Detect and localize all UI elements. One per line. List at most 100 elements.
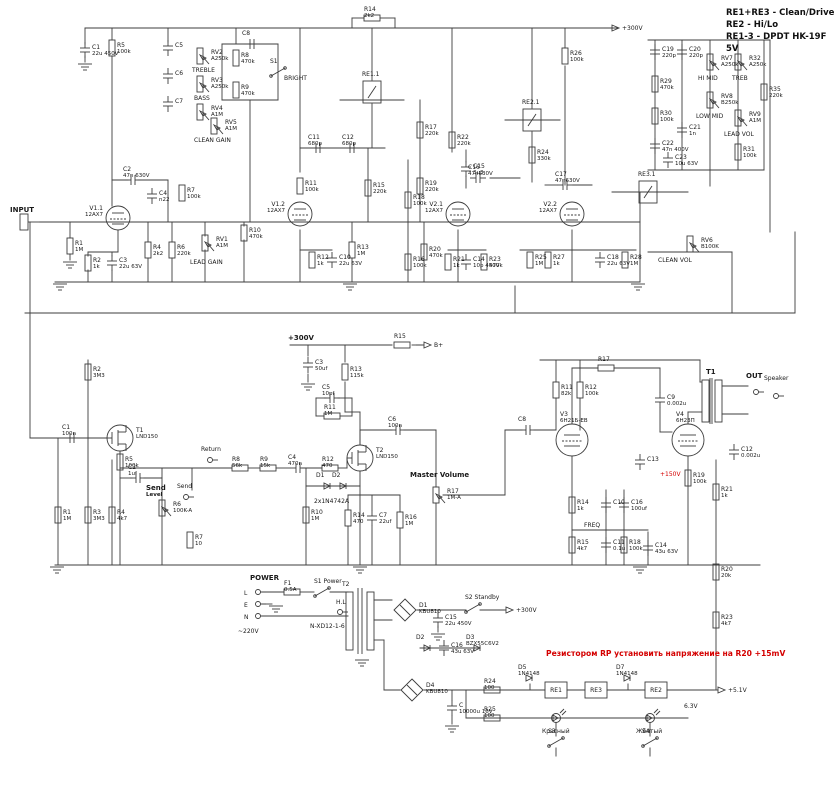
potentiometer-symbol [160, 505, 169, 513]
output-transformer-icon [701, 379, 710, 423]
legend-line-1: RE1+RE3 - Clean/Drive [726, 8, 835, 18]
resistor-symbol [168, 241, 176, 259]
resistor-symbol [404, 191, 412, 209]
resistor-symbol [528, 146, 536, 164]
legend-line-2: RE2 - Hi/Lo [726, 19, 779, 30]
component-label: BRIGHT [284, 75, 307, 82]
resistor-symbol [480, 253, 488, 271]
resistor-symbol [712, 563, 720, 581]
bridge-rectifier-symbol [393, 598, 417, 622]
relay-contact-symbol [367, 85, 377, 99]
jack-symbol [255, 589, 261, 595]
component-label: RE1.1 [362, 71, 380, 78]
component-label: C8 [518, 416, 526, 423]
resistor-symbol [302, 506, 310, 524]
resistor-symbol [54, 506, 62, 524]
resistor-symbol [84, 506, 92, 524]
resistor-symbol [568, 496, 576, 514]
resistor-symbol [308, 251, 316, 269]
potentiometer-symbol [212, 123, 221, 131]
resistor-symbol [420, 243, 428, 261]
component-label: +5.1V [728, 687, 748, 694]
resistor-symbol [341, 363, 349, 381]
resistor-symbol [66, 237, 74, 255]
tube-symbol [445, 201, 471, 227]
potentiometer-symbol [198, 109, 207, 117]
switch-symbol [269, 74, 273, 78]
led-symbol [551, 713, 561, 723]
potentiometer-symbol [712, 62, 720, 71]
component-label: B+ [434, 342, 443, 349]
component-label: T1 [706, 368, 716, 376]
component-label: 2x1N4742A [314, 498, 350, 505]
component-label: D2 [416, 634, 425, 641]
resistor-symbol [561, 47, 569, 65]
resistor-symbol [684, 469, 692, 487]
potentiometer-symbol [216, 126, 224, 135]
component-label: C7 [175, 98, 183, 105]
component-label: LOW MID [696, 113, 724, 120]
switch-symbol [314, 587, 330, 597]
potentiometer-symbol [203, 240, 212, 248]
resistor-symbol [712, 611, 720, 629]
resistor-symbol [568, 536, 576, 554]
resistor-symbol [396, 511, 404, 529]
resistor-symbol [116, 453, 124, 471]
mains-transformer-icon [345, 591, 354, 651]
led-symbol [645, 713, 655, 723]
resistor-symbol [651, 107, 659, 125]
resistor-symbol [84, 254, 92, 272]
potentiometer-symbol [202, 112, 210, 121]
resistor-symbol [108, 39, 116, 57]
switch-symbol [641, 744, 645, 748]
component-label: S2 Standby [465, 594, 500, 601]
tube-symbol [555, 423, 589, 457]
wire-layer [24, 17, 796, 757]
relay-contact-symbol [362, 80, 382, 104]
bridge-rectifier-symbol [400, 678, 424, 702]
resistor-symbol [231, 464, 249, 472]
jack-symbol [255, 601, 261, 607]
component-label: RE2.1 [522, 99, 540, 106]
supply-arrow-icon [611, 24, 621, 32]
component-label: 6.3V [684, 703, 699, 710]
mains-transformer-icon [366, 591, 375, 651]
